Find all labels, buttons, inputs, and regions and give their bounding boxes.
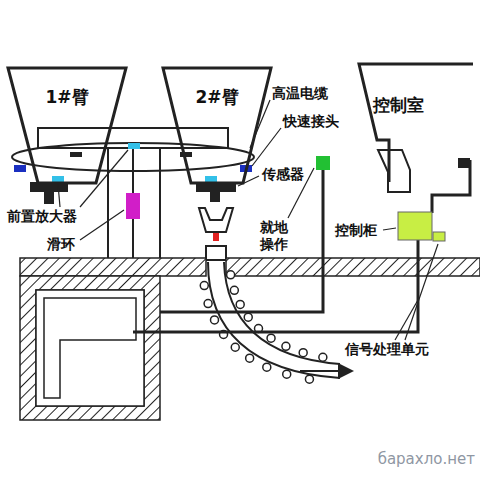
node-label: 2#臂	[163, 68, 271, 109]
part-label: 传感器	[261, 166, 305, 183]
ladle-arm: 1#臂	[8, 68, 126, 183]
node-outline	[163, 68, 271, 183]
part-label: 前置放大器	[6, 208, 78, 225]
part-label: 信号处理单元	[344, 341, 430, 358]
ladle-arm: 2#臂	[163, 68, 271, 183]
control-room: 控制室	[355, 62, 475, 197]
part-label: 快速接头	[282, 113, 340, 130]
node-label: 控制室	[355, 62, 475, 117]
part-label: 就地操作	[259, 219, 293, 253]
part-label: 控制柜	[334, 222, 378, 239]
part-label: 滑环	[46, 236, 76, 253]
node-outline	[355, 62, 475, 197]
part-label: 高温电缆	[271, 85, 329, 102]
watermark: барахло.нет	[377, 450, 476, 468]
node-label: 1#臂	[8, 68, 126, 109]
node-outline	[8, 68, 126, 183]
